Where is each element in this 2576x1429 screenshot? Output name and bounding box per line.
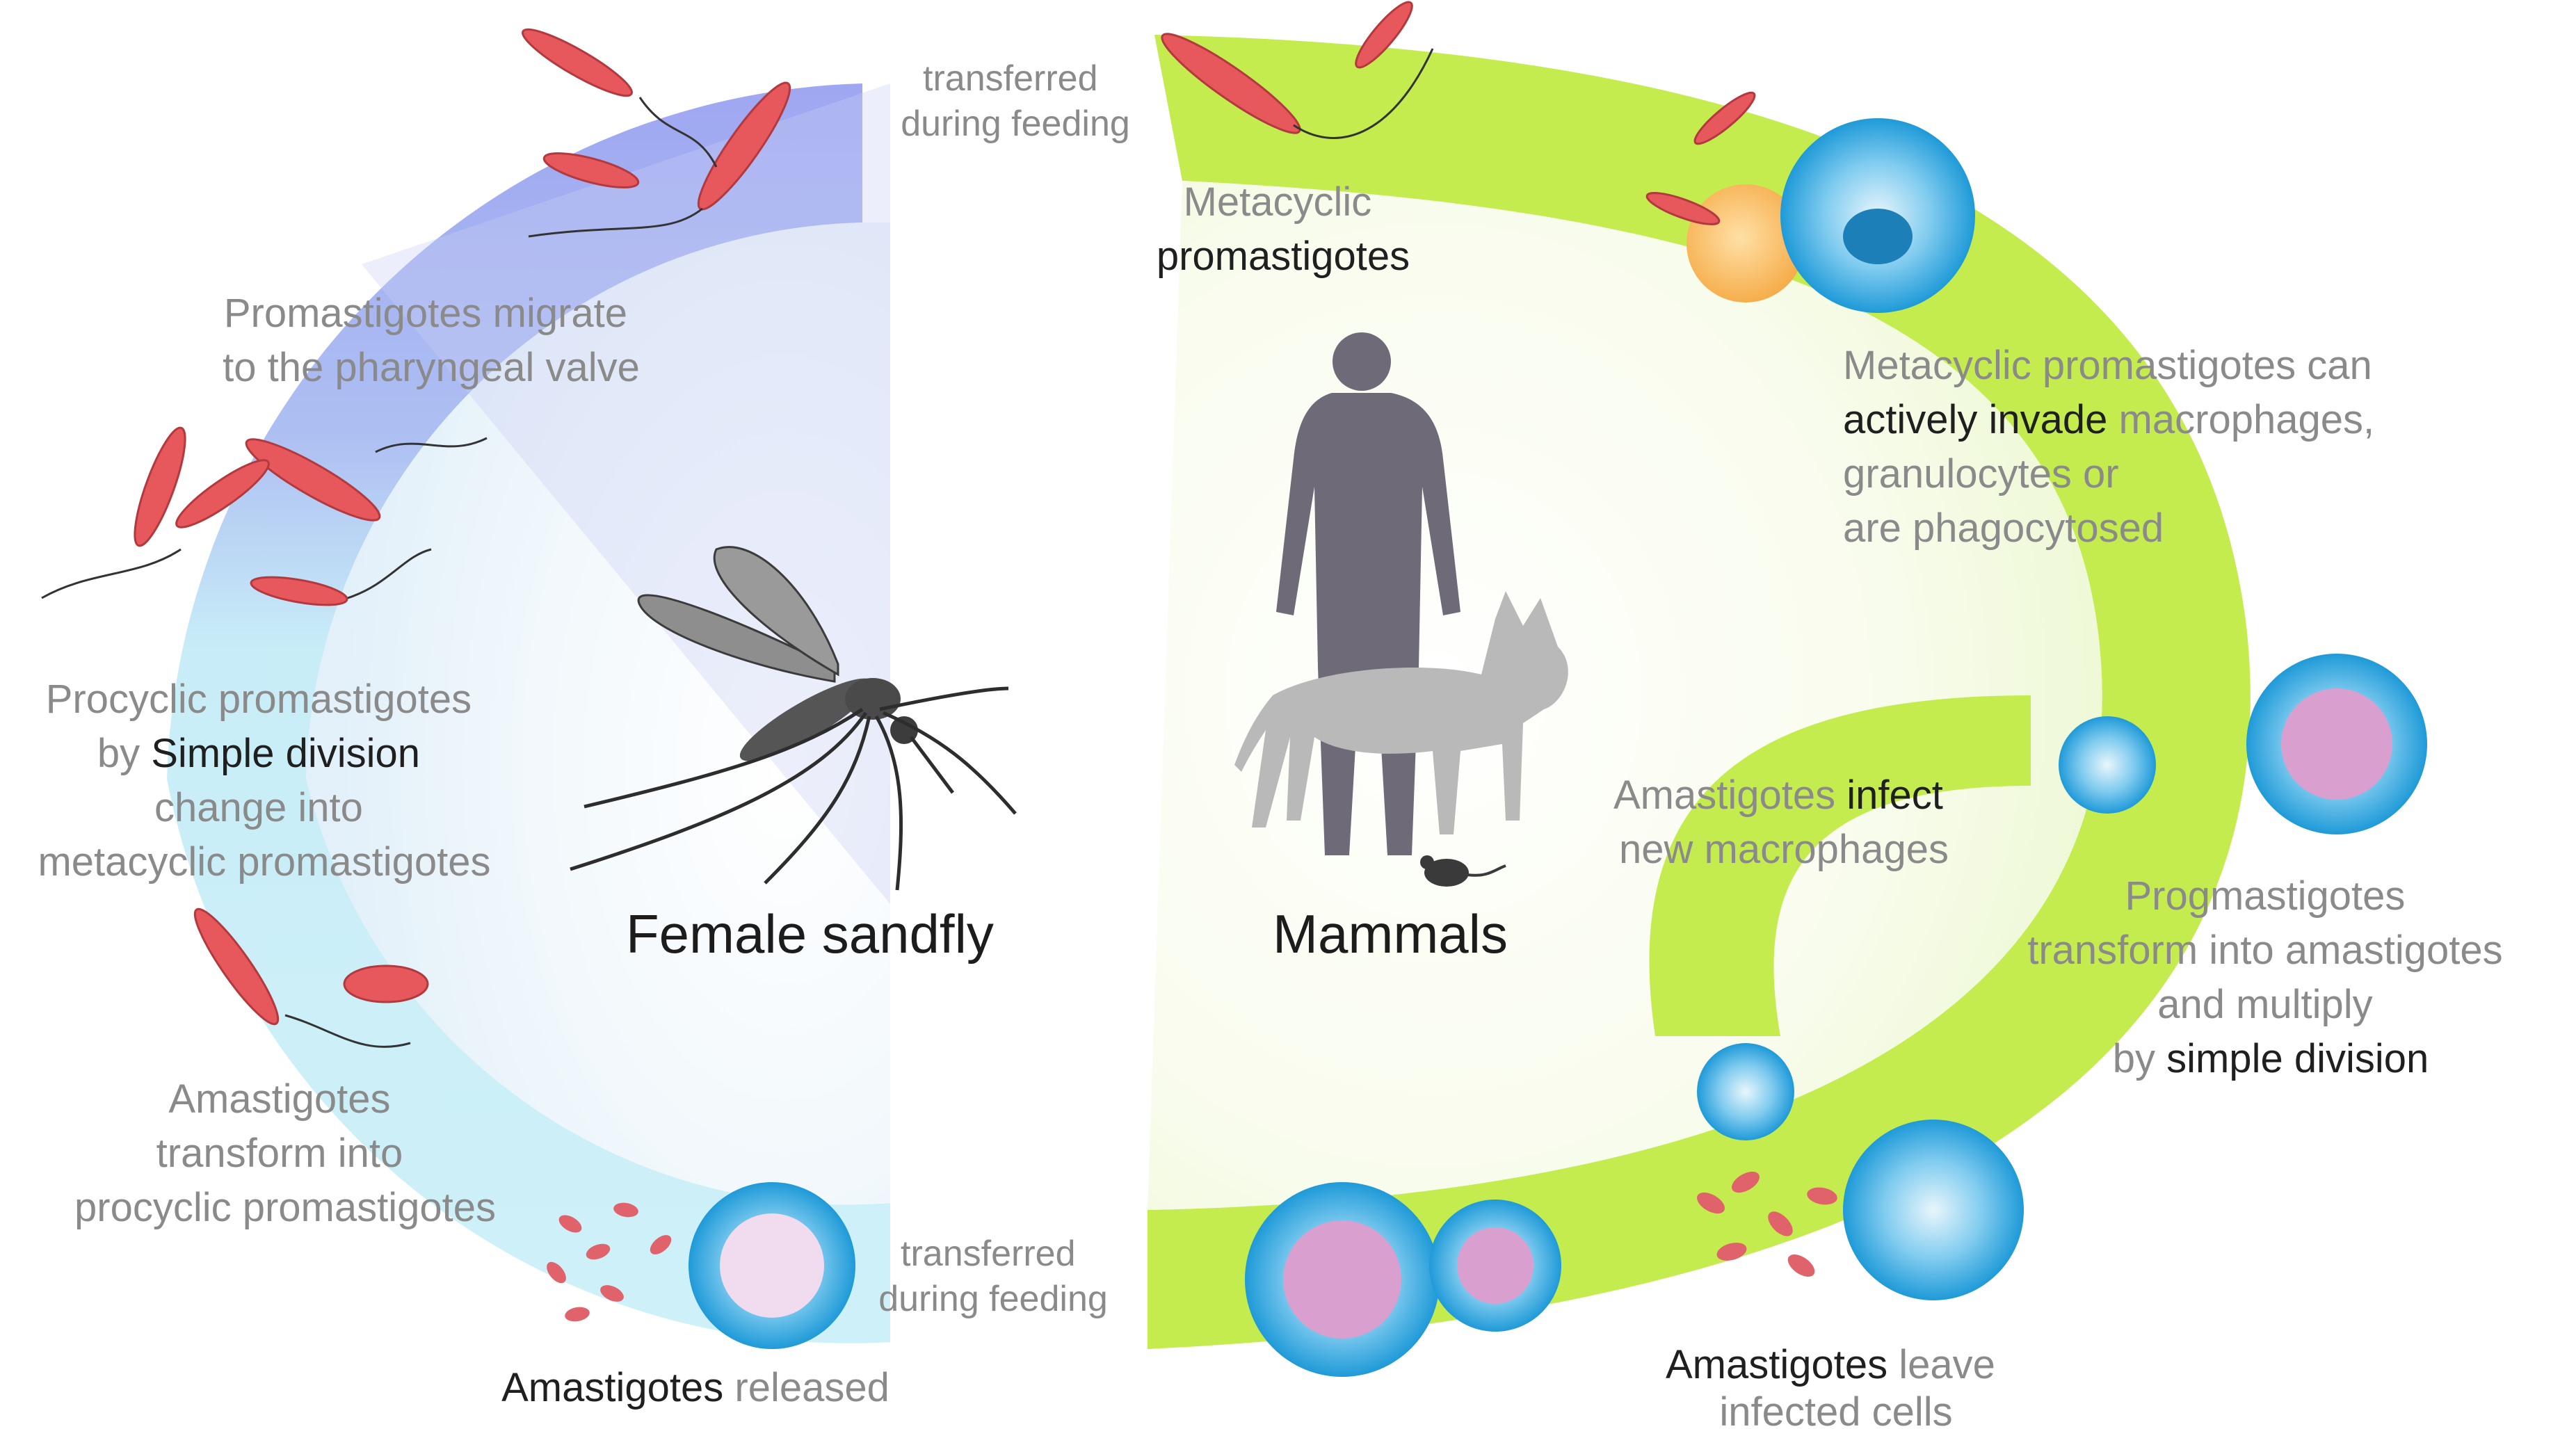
macrophage-bottom-right: [1843, 1120, 2024, 1300]
stage-transform-label: Progmastigotes transform into amastigote…: [2027, 873, 2514, 1081]
sandfly-host-title: Female sandfly: [626, 903, 994, 964]
promastigote-parasites: [134, 1, 1756, 1026]
stage-invade-label: Metacyclic promastigotes can actively in…: [1843, 343, 2385, 551]
macrophage-right-infected: [2246, 654, 2427, 834]
stage-infect-label: Amastigotes infect new macrophages: [1613, 773, 1954, 872]
stage-released-label: Amastigotes released: [501, 1365, 889, 1410]
sandfly-insect: [570, 546, 1017, 891]
transfer-label-bottom: transferred during feeding: [878, 1234, 1108, 1319]
mammals-host-title: Mammals: [1273, 903, 1508, 964]
mouse-silhouette: [1420, 855, 1506, 887]
macrophage-top-right: [1687, 118, 1975, 313]
macrophage-bottom-left: [1245, 1182, 1561, 1377]
stage-metacyclic-label: Metacyclic promastigotes: [1157, 179, 1410, 279]
macrophage-sandfly-bottom: [689, 1182, 855, 1349]
macrophage-bottom-mid: [1697, 1043, 1794, 1140]
stage-leave-label: Amastigotes leave infected cells: [1666, 1342, 2006, 1429]
amastigote-parasites: [547, 1171, 1837, 1322]
promastigote-flagella: [41, 48, 1434, 1048]
dog-silhouette: [1234, 591, 1568, 834]
sandfly-cycle-band: [167, 83, 890, 1343]
stage-procyclic-label: Procyclic promastigotes by Simple divisi…: [38, 677, 490, 885]
stage-amastigote-transform-label: Amastigotes transform into procyclic pro…: [74, 1076, 496, 1230]
stage-migrate-label: Promastigotes migrate to the pharyngeal …: [223, 291, 640, 390]
macrophage-right-small: [2059, 716, 2156, 814]
transfer-label-top: transferred during feeding: [901, 58, 1130, 144]
